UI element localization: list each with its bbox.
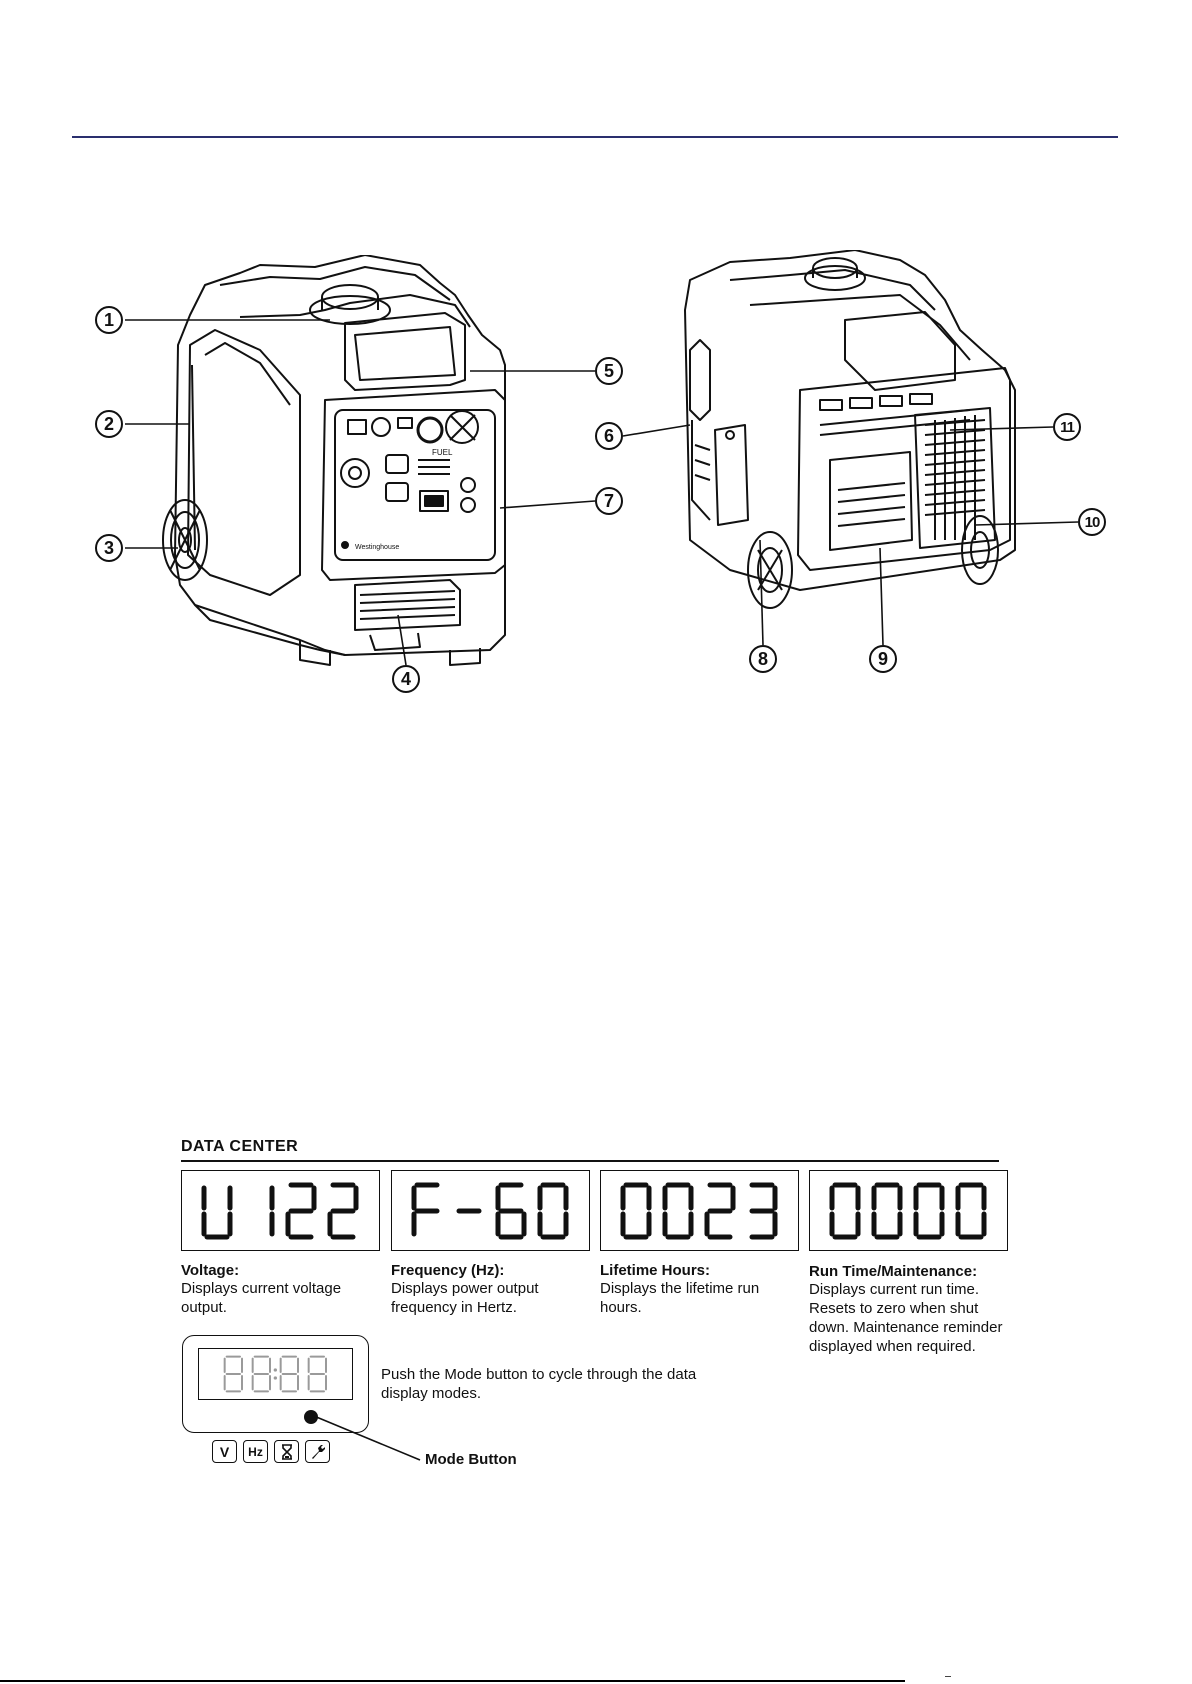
mode-button[interactable] <box>304 1410 318 1424</box>
callout-4: 4 <box>392 665 420 693</box>
lcd-run-time <box>809 1170 1008 1251</box>
mode-button-leader <box>313 1415 421 1461</box>
run-time-description: Run Time/Maintenance: Displays current r… <box>809 1263 1004 1356</box>
lifetime-text: Displays the lifetime run hours. <box>600 1280 760 1316</box>
frequency-description: Frequency (Hz): Displays power output fr… <box>391 1262 591 1317</box>
lcd-colon-dot <box>273 1368 277 1372</box>
wrench-icon <box>305 1440 330 1463</box>
lcd-lifetime-digits <box>620 1182 777 1239</box>
run-time-label: Run Time/Maintenance: <box>809 1263 978 1280</box>
callout-5: 5 <box>595 357 623 385</box>
footer-rule <box>0 1680 905 1682</box>
callout-7: 7 <box>595 487 623 515</box>
header-rule <box>72 136 1118 138</box>
frequency-label: Frequency (Hz): <box>391 1262 505 1279</box>
mode-button-label: Mode Button <box>425 1451 517 1468</box>
callout-11: 11 <box>1053 413 1081 441</box>
lcd-colon-dot <box>273 1376 277 1380</box>
fuel-label: FUEL <box>432 448 453 457</box>
callout-leaders <box>125 319 1079 666</box>
lcd-run-time-digits <box>829 1182 986 1239</box>
generator-rear-illustration <box>684 250 1016 609</box>
voltage-description: Voltage: Displays current voltage output… <box>181 1262 381 1317</box>
mode-icon-row: V Hz <box>212 1440 330 1463</box>
lcd-lifetime-hours <box>600 1170 799 1251</box>
voltage-text: Displays current voltage output. <box>181 1280 342 1316</box>
lcd-voltage-digits <box>201 1182 358 1239</box>
footer-tick <box>945 1676 951 1683</box>
callout-3: 3 <box>95 534 123 562</box>
brand-mark: Westinghouse <box>355 544 399 551</box>
lifetime-label: Lifetime Hours: <box>600 1262 711 1279</box>
lcd-frequency-digits <box>411 1182 568 1239</box>
mode-instruction: Push the Mode button to cycle through th… <box>381 1366 697 1402</box>
hourglass-icon <box>274 1440 299 1463</box>
data-center-rule <box>181 1160 999 1162</box>
callout-6: 6 <box>595 422 623 450</box>
panel-display <box>198 1348 353 1400</box>
callout-8: 8 <box>749 645 777 673</box>
run-time-text: Displays current run time. Resets to zer… <box>809 1281 1003 1355</box>
voltage-icon: V <box>212 1440 237 1463</box>
data-center-panel <box>182 1335 369 1433</box>
lifetime-description: Lifetime Hours: Displays the lifetime ru… <box>600 1262 800 1317</box>
callout-9: 9 <box>869 645 897 673</box>
callout-10: 10 <box>1078 508 1106 536</box>
generator-front-illustration: Westinghouse FUEL <box>162 255 506 666</box>
voltage-label: Voltage: <box>181 1262 240 1279</box>
lcd-frequency <box>391 1170 590 1251</box>
frequency-text: Displays power output frequency in Hertz… <box>391 1280 539 1316</box>
callout-2: 2 <box>95 410 123 438</box>
hertz-icon: Hz <box>243 1440 268 1463</box>
lcd-voltage <box>181 1170 380 1251</box>
panel-display-digits <box>223 1355 327 1393</box>
callout-1: 1 <box>95 306 123 334</box>
data-center-title: DATA CENTER <box>181 1138 299 1155</box>
